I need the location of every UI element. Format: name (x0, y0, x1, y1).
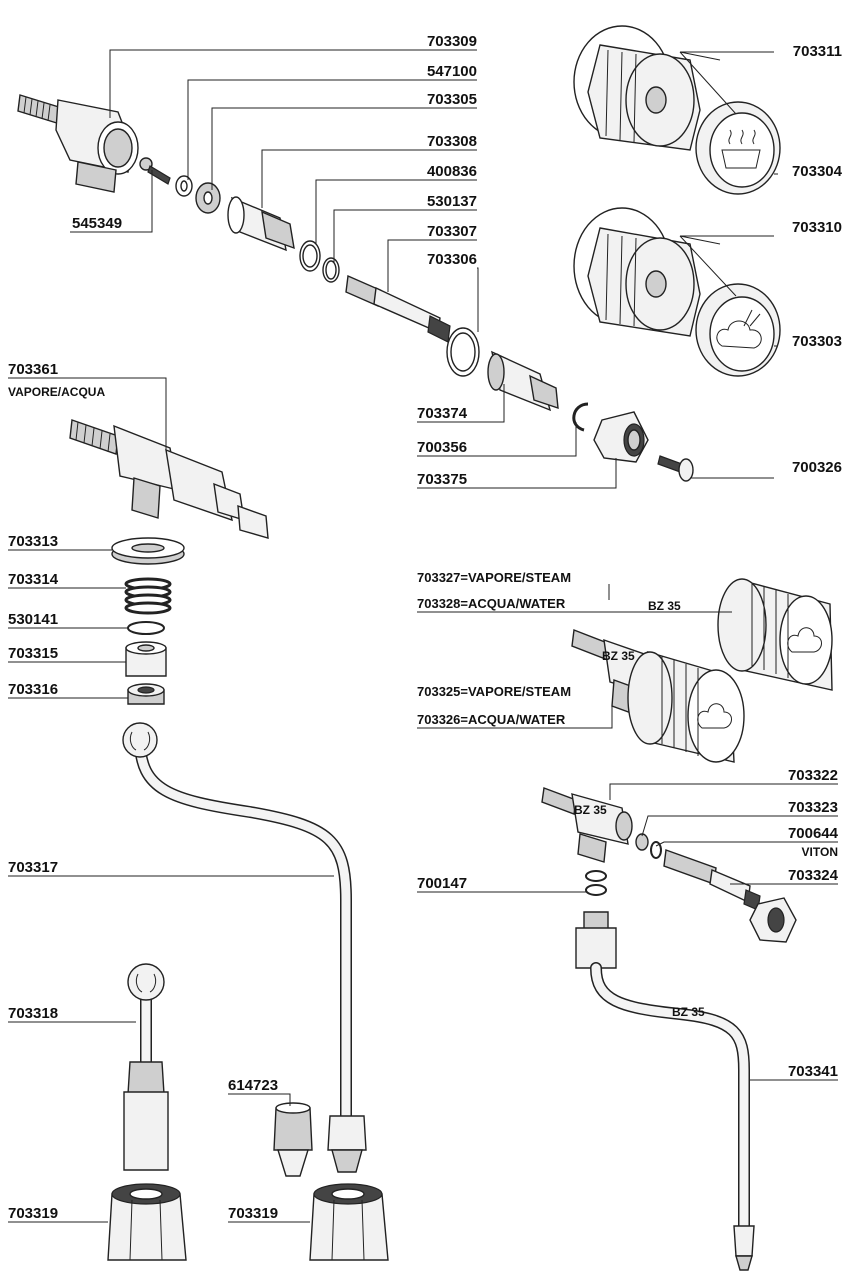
label-700644: 700644 (788, 825, 839, 842)
label-400836: 400836 (427, 163, 477, 180)
label-703375: 703375 (417, 471, 467, 488)
label-545349: 545349 (72, 215, 122, 232)
nozzle-614723 (273, 1102, 313, 1177)
screw-545349 (139, 157, 171, 185)
label-703325: 703325=VAPORE/STEAM (417, 684, 571, 699)
label-703315: 703315 (8, 645, 58, 662)
nut-703319-a (107, 1183, 187, 1261)
label-703303: 703303 (792, 333, 842, 350)
label-703304: 703304 (792, 163, 843, 180)
screw-700326 (657, 455, 694, 482)
oring-700644 (650, 841, 662, 859)
tube-703318 (123, 963, 169, 1171)
label-703318: 703318 (8, 1005, 58, 1022)
oring-530137 (322, 257, 340, 283)
knob-703310 (573, 207, 701, 337)
label-bz35-tube: BZ 35 (672, 1005, 705, 1019)
label-bz35-body: BZ 35 (574, 803, 607, 817)
steam-cloud-icon (716, 309, 762, 349)
label-530141: 530141 (8, 611, 58, 628)
label-703361: 703361 (8, 361, 58, 378)
knob-703325-703326 (627, 651, 745, 763)
sleeve-703315 (125, 641, 167, 677)
label-703313: 703313 (8, 533, 58, 550)
bushing-703374 (487, 350, 559, 412)
label-703319-b: 703319 (228, 1205, 278, 1222)
valve-body-703309 (17, 94, 139, 193)
label-703310: 703310 (792, 219, 842, 236)
valve-body-703322 (541, 787, 633, 863)
washer-547100 (175, 175, 193, 197)
label-703323: 703323 (788, 799, 838, 816)
label-703319-a: 703319 (8, 1205, 58, 1222)
label-bz35-valve: BZ 35 (602, 649, 635, 663)
label-703361-sub: VAPORE/ACQUA (8, 385, 105, 399)
label-700356: 700356 (417, 439, 467, 456)
clip-700356 (572, 402, 589, 432)
cup-steam-icon (721, 129, 761, 169)
spindle-703307 (345, 274, 451, 343)
label-530137: 530137 (427, 193, 477, 210)
spring-703314 (124, 577, 172, 615)
part-labels: 703309 547100 703305 703308 400836 53013… (8, 33, 843, 1222)
label-703316: 703316 (8, 681, 58, 698)
orings-700147 (585, 870, 607, 896)
ring-703316 (127, 683, 165, 705)
label-703341: 703341 (788, 1063, 838, 1080)
label-703311: 703311 (793, 43, 842, 60)
valve-703361 (69, 419, 269, 539)
oring-703306 (446, 327, 480, 377)
nut-bz35 (749, 897, 797, 943)
oring-400836 (299, 240, 321, 272)
label-703314: 703314 (8, 571, 59, 588)
knob-703311 (573, 25, 701, 151)
label-703328: 703328=ACQUA/WATER (417, 596, 566, 611)
label-547100: 547100 (427, 63, 477, 80)
spindle-703324 (663, 849, 761, 911)
label-703322: 703322 (788, 767, 838, 784)
label-700147: 700147 (417, 875, 467, 892)
label-703324: 703324 (788, 867, 839, 884)
label-700644-sub: VITON (802, 845, 838, 859)
tube-703317 (122, 722, 367, 1173)
steam-cloud-icon (697, 703, 732, 729)
cap-703304 (695, 101, 781, 195)
label-614723: 614723 (228, 1077, 278, 1094)
oring-530141 (127, 621, 165, 635)
knob-703327-703328 (717, 578, 833, 691)
washer-703305 (195, 182, 221, 214)
nut-703375 (593, 411, 649, 463)
label-bz35-knob: BZ 35 (648, 599, 681, 613)
tube-703341 (575, 911, 755, 1271)
label-703305: 703305 (427, 91, 477, 108)
leader-lines (8, 49, 838, 1223)
label-703308: 703308 (427, 133, 477, 150)
label-703307: 703307 (427, 223, 477, 240)
label-703317: 703317 (8, 859, 58, 876)
label-703327: 703327=VAPORE/STEAM (417, 570, 571, 585)
steam-cloud-icon (787, 627, 822, 653)
label-703306: 703306 (427, 251, 477, 268)
cap-703303 (695, 283, 781, 377)
oring-703323 (635, 833, 649, 851)
label-703374: 703374 (417, 405, 468, 422)
label-703309: 703309 (427, 33, 477, 50)
nut-703313 (111, 537, 185, 565)
label-700326: 700326 (792, 459, 842, 476)
nut-703319-b (309, 1183, 389, 1261)
label-703326: 703326=ACQUA/WATER (417, 712, 566, 727)
fitting-703308 (227, 196, 295, 252)
